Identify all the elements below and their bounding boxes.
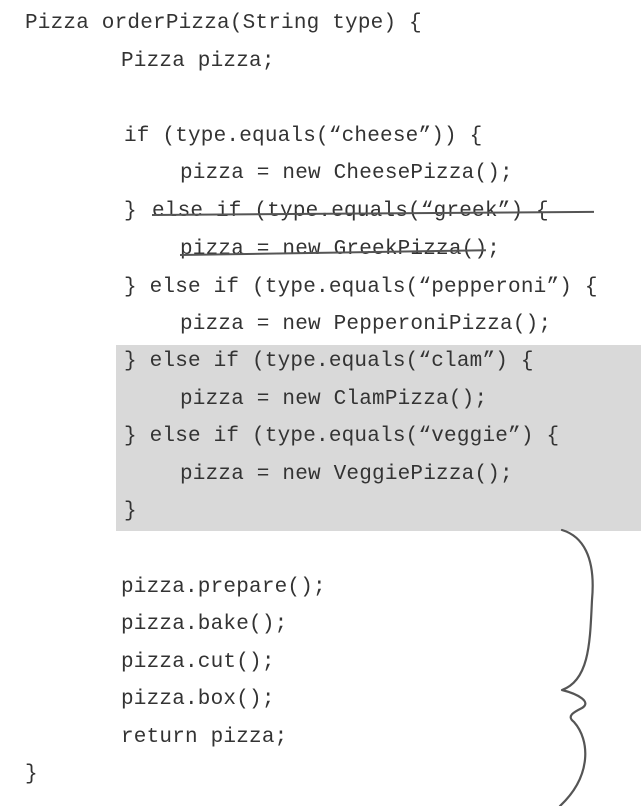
new-clam-pizza-line: pizza = new ClamPizza(); [180,388,488,411]
else-if-pepperoni-line: } else if (type.equals(“pepperoni”) { [124,276,598,299]
new-veggie-pizza-line: pizza = new VeggiePizza(); [180,463,513,486]
pizza-declaration: Pizza pizza; [121,50,275,73]
brace-stroke [558,528,594,806]
greek-brace-prefix: } [124,200,150,223]
prepare-call: pizza.prepare(); [121,576,326,599]
else-if-veggie-line: } else if (type.equals(“veggie”) { [124,425,560,448]
changed-code-highlight [116,345,641,531]
method-close-brace: } [25,763,38,786]
else-if-clam-line: } else if (type.equals(“clam”) { [124,350,534,373]
new-pepperoni-pizza-line: pizza = new PepperoniPizza(); [180,313,552,336]
bake-call: pizza.bake(); [121,613,288,636]
if-close-brace: } [124,500,137,523]
new-cheese-pizza-line: pizza = new CheesePizza(); [180,162,513,185]
box-call: pizza.box(); [121,688,275,711]
method-signature: Pizza orderPizza(String type) { [25,12,422,35]
cut-call: pizza.cut(); [121,651,275,674]
return-statement: return pizza; [121,726,288,749]
if-cheese-line: if (type.equals(“cheese”)) { [124,125,483,148]
